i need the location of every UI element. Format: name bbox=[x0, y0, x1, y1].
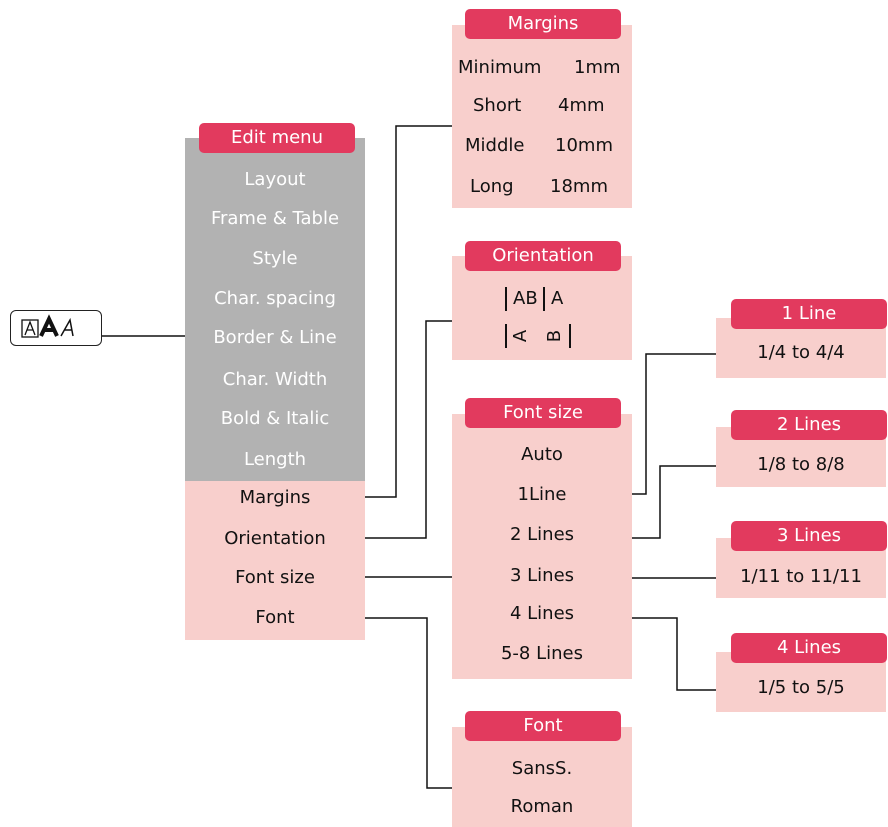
line-box-3-header: 3 Lines bbox=[731, 521, 887, 551]
line-box-1-value: 1/4 to 4/4 bbox=[757, 342, 845, 363]
margins-minimum-label: Minimum bbox=[458, 57, 542, 78]
orientation-horizontal-option[interactable]: AB A bbox=[505, 283, 577, 315]
wire-4lines bbox=[622, 617, 716, 691]
margins-middle-value: 10mm bbox=[555, 135, 613, 156]
margins-panel bbox=[452, 25, 632, 208]
orientation-horizontal-text: AB bbox=[513, 288, 538, 309]
font-size-item-5-8lines[interactable]: 5-8 Lines bbox=[500, 643, 583, 664]
line-box-4-header: 4 Lines bbox=[731, 633, 887, 663]
font-size-item-1line[interactable]: 1Line bbox=[517, 484, 567, 505]
edit-menu-item-char-width: Char. Width bbox=[222, 369, 328, 390]
margins-row-minimum[interactable]: Minimum 1mm bbox=[452, 48, 632, 88]
margins-long-value: 18mm bbox=[550, 176, 608, 197]
font-size-item-2lines[interactable]: 2 Lines bbox=[509, 524, 575, 545]
edit-menu-item-char-spacing: Char. spacing bbox=[214, 288, 336, 309]
edit-menu-item-length: Length bbox=[243, 449, 307, 470]
font-size-item-4lines[interactable]: 4 Lines bbox=[509, 603, 575, 624]
edit-menu-item-border-line: Border & Line bbox=[213, 327, 337, 348]
wire-1line bbox=[622, 353, 716, 495]
margins-middle-label: Middle bbox=[465, 135, 525, 156]
margins-minimum-value: 1mm bbox=[574, 57, 621, 78]
margins-header: Margins bbox=[465, 9, 621, 39]
font-item-roman[interactable]: Roman bbox=[510, 796, 574, 817]
edit-menu-header: Edit menu bbox=[199, 123, 355, 153]
edit-menu-item-bold-italic: Bold & Italic bbox=[220, 408, 330, 429]
font-size-header: Font size bbox=[465, 398, 621, 428]
margins-short-label: Short bbox=[473, 95, 522, 116]
line-box-2-value: 1/8 to 8/8 bbox=[757, 454, 845, 475]
wire-margins bbox=[356, 125, 452, 498]
line-box-1-header: 1 Line bbox=[731, 299, 887, 329]
wire-font bbox=[356, 617, 452, 789]
orientation-panel bbox=[452, 256, 632, 360]
orientation-header: Orientation bbox=[465, 241, 621, 271]
font-style-key[interactable] bbox=[10, 310, 102, 346]
font-size-item-auto[interactable]: Auto bbox=[521, 444, 563, 465]
edit-menu-item-font-size[interactable]: Font size bbox=[235, 567, 315, 588]
font-style-key-icon bbox=[19, 311, 97, 345]
edit-menu-item-font[interactable]: Font bbox=[255, 607, 295, 628]
font-size-panel bbox=[452, 414, 632, 679]
edit-menu-item-style: Style bbox=[252, 248, 298, 269]
edit-menu-item-layout: Layout bbox=[244, 169, 306, 190]
margins-long-label: Long bbox=[470, 176, 514, 197]
margins-short-value: 4mm bbox=[558, 95, 605, 116]
edit-menu-active-panel bbox=[185, 481, 365, 640]
orientation-vertical-a: A bbox=[510, 329, 531, 343]
font-item-sanss[interactable]: SansS. bbox=[511, 758, 573, 779]
wire-orientation bbox=[356, 320, 452, 539]
margins-row-middle[interactable]: Middle 10mm bbox=[452, 126, 632, 166]
margins-row-short[interactable]: Short 4mm bbox=[452, 86, 632, 126]
line-box-3-value: 1/11 to 11/11 bbox=[740, 566, 862, 587]
orientation-vertical-b: B bbox=[544, 329, 565, 343]
orientation-horizontal-tail: A bbox=[551, 288, 564, 309]
edit-menu-item-frame-table: Frame & Table bbox=[210, 208, 340, 229]
wire-2lines bbox=[622, 465, 716, 539]
margins-row-long[interactable]: Long 18mm bbox=[452, 167, 632, 207]
line-box-4-value: 1/5 to 5/5 bbox=[757, 677, 845, 698]
edit-menu-item-orientation[interactable]: Orientation bbox=[224, 528, 326, 549]
edit-menu-item-margins[interactable]: Margins bbox=[239, 487, 311, 508]
orientation-vertical-option[interactable]: A B bbox=[505, 320, 577, 352]
line-box-2-header: 2 Lines bbox=[731, 410, 887, 440]
font-header: Font bbox=[465, 711, 621, 741]
font-panel bbox=[452, 727, 632, 827]
font-size-item-3lines[interactable]: 3 Lines bbox=[509, 565, 575, 586]
edit-menu-disabled-panel bbox=[185, 138, 365, 481]
